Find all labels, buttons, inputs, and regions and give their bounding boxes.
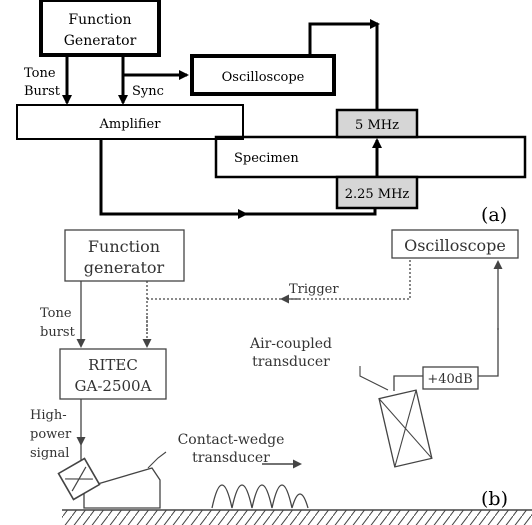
oscilloscope-label-a: Oscilloscope — [222, 70, 305, 85]
function-generator-label-a-2: Generator — [64, 33, 137, 49]
contact-wedge-leader — [147, 451, 167, 469]
panel-b — [57, 229, 532, 525]
panel-a-label: (a) — [481, 204, 507, 226]
tone-burst-label-b-1: Tone — [40, 306, 72, 321]
function-generator-label-b-2: generator — [84, 258, 165, 277]
trigger-label: Trigger — [289, 282, 339, 297]
air-coupled-transducer — [378, 389, 433, 468]
amplifier-box — [16, 104, 244, 140]
ritec-box — [59, 348, 167, 400]
transducer-225mhz — [335, 175, 419, 210]
surface-wave — [211, 484, 309, 509]
tone-burst-label-b-2: burst — [40, 325, 76, 340]
air-coupled-leader — [359, 366, 389, 391]
high-power-label-3: signal — [30, 446, 69, 461]
air-coupled-to-gain — [393, 375, 423, 391]
amp-to-transducer-line — [244, 208, 377, 216]
contact-wedge-label-2: transducer — [192, 450, 270, 466]
gain-label: +40dB — [427, 372, 472, 387]
function-generator-label-b-1: Function — [88, 237, 160, 256]
specimen-label: Specimen — [234, 151, 299, 166]
ritec-label-1: RITEC — [88, 356, 138, 374]
panel-a — [16, 0, 527, 219]
tone-burst-label-a-2: Burst — [24, 84, 61, 99]
gain-to-scope — [478, 328, 499, 377]
specimen-surface-hatch — [62, 510, 532, 525]
function-generator-box-b — [64, 229, 185, 282]
ritec-label-2: GA-2500A — [75, 377, 152, 395]
oscilloscope-label-b: Oscilloscope — [404, 236, 506, 255]
air-coupled-label-2: transducer — [252, 354, 330, 370]
trigger-line-2 — [147, 258, 411, 300]
panel-b-label: (b) — [481, 488, 508, 510]
tone-burst-label-a-1: Tone — [24, 66, 56, 81]
sync-label: Sync — [132, 84, 164, 99]
contact-wedge-transducer — [57, 457, 161, 509]
sync-arrow — [121, 55, 189, 80]
contact-wedge-label-1: Contact-wedge — [178, 432, 285, 448]
high-power-label-2: power — [30, 427, 72, 442]
freq-5mhz-label: 5 MHz — [355, 118, 399, 133]
oscilloscope-box-b — [391, 229, 519, 259]
high-power-label-1: High- — [30, 408, 67, 423]
receive-line-2 — [308, 22, 373, 56]
function-generator-box-a — [39, 0, 161, 57]
oscilloscope-box-a — [190, 54, 336, 96]
freq-225mhz-label: 2.25 MHz — [345, 187, 410, 202]
gain-box — [422, 366, 479, 390]
function-generator-label-a-1: Function — [68, 12, 131, 28]
air-coupled-label-1: Air-coupled — [249, 336, 332, 352]
amplifier-label: Amplifier — [99, 117, 162, 132]
